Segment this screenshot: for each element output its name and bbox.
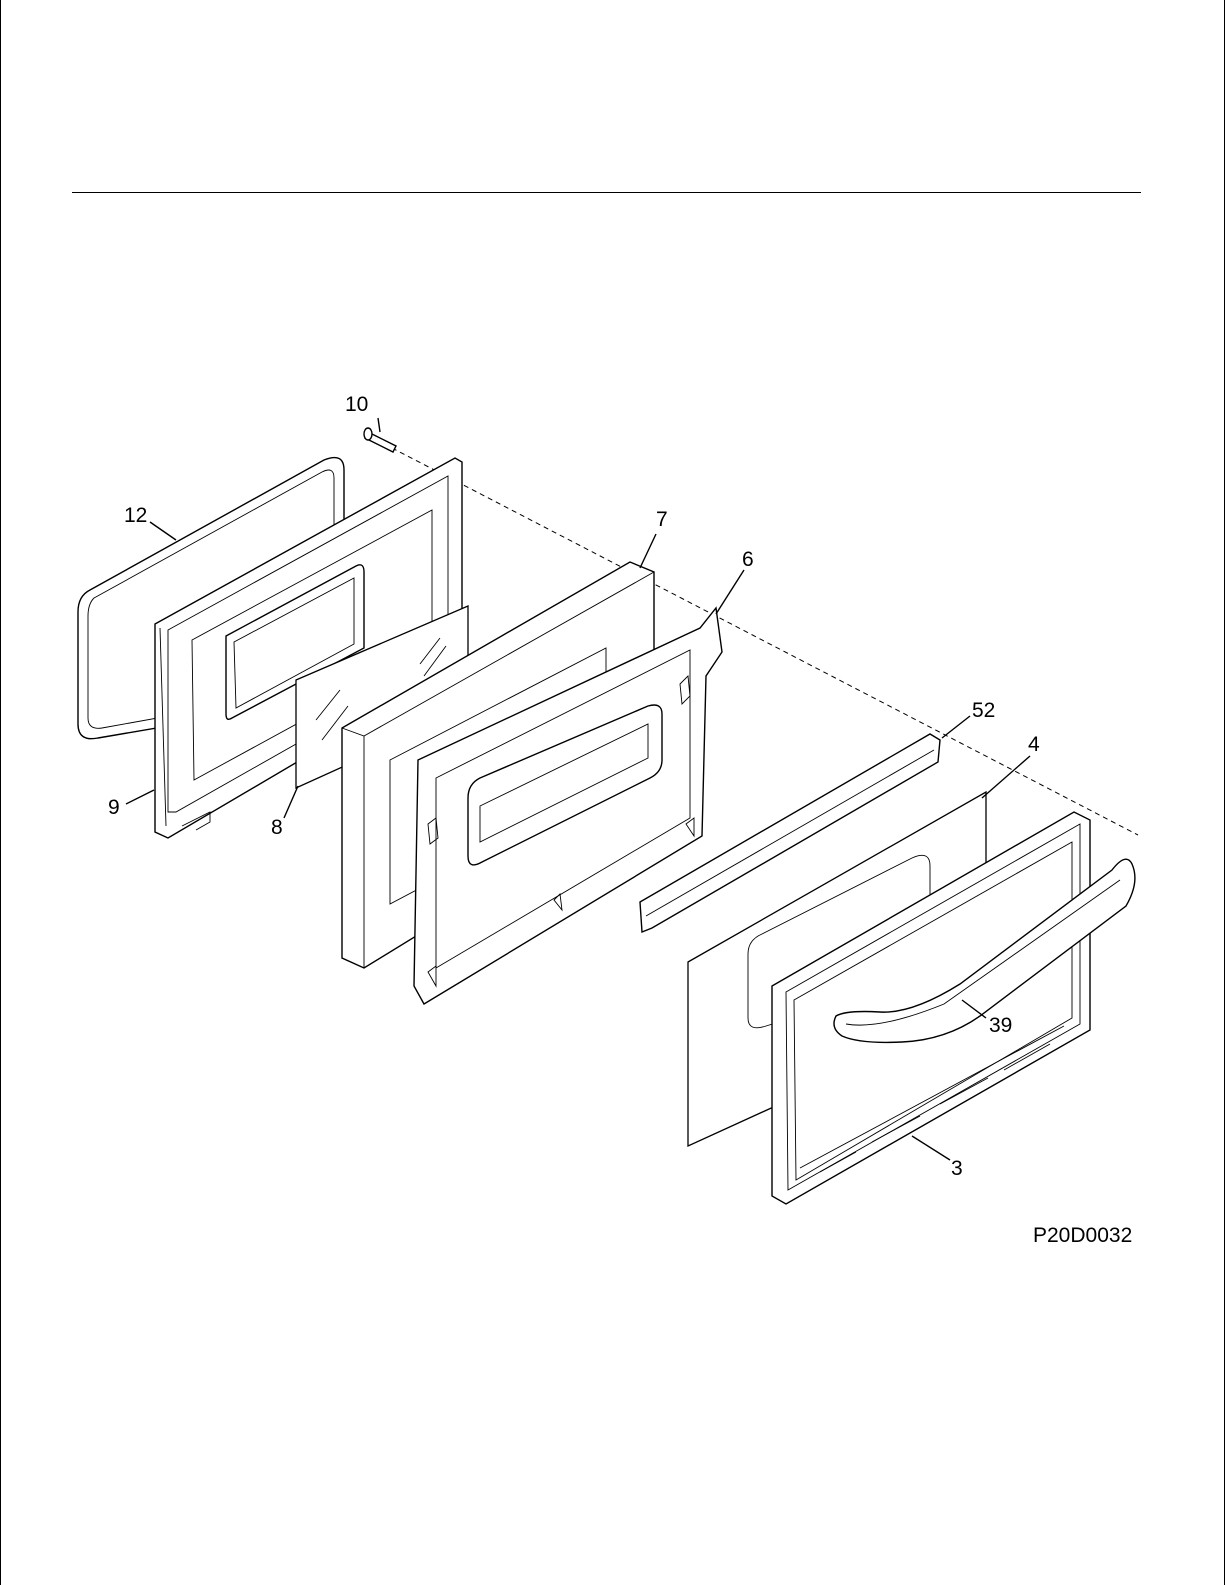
callout-9: 9 bbox=[108, 796, 120, 819]
callout-12: 12 bbox=[124, 504, 147, 527]
callout-3: 3 bbox=[951, 1157, 963, 1180]
callout-52: 52 bbox=[972, 699, 995, 722]
callout-39: 39 bbox=[989, 1014, 1012, 1037]
callout-4: 4 bbox=[1028, 733, 1040, 756]
callout-8: 8 bbox=[271, 816, 283, 839]
callout-7: 7 bbox=[656, 508, 668, 531]
callout-6: 6 bbox=[742, 548, 754, 571]
diagram-code: P20D0032 bbox=[1033, 1224, 1132, 1247]
callout-10: 10 bbox=[345, 393, 368, 416]
